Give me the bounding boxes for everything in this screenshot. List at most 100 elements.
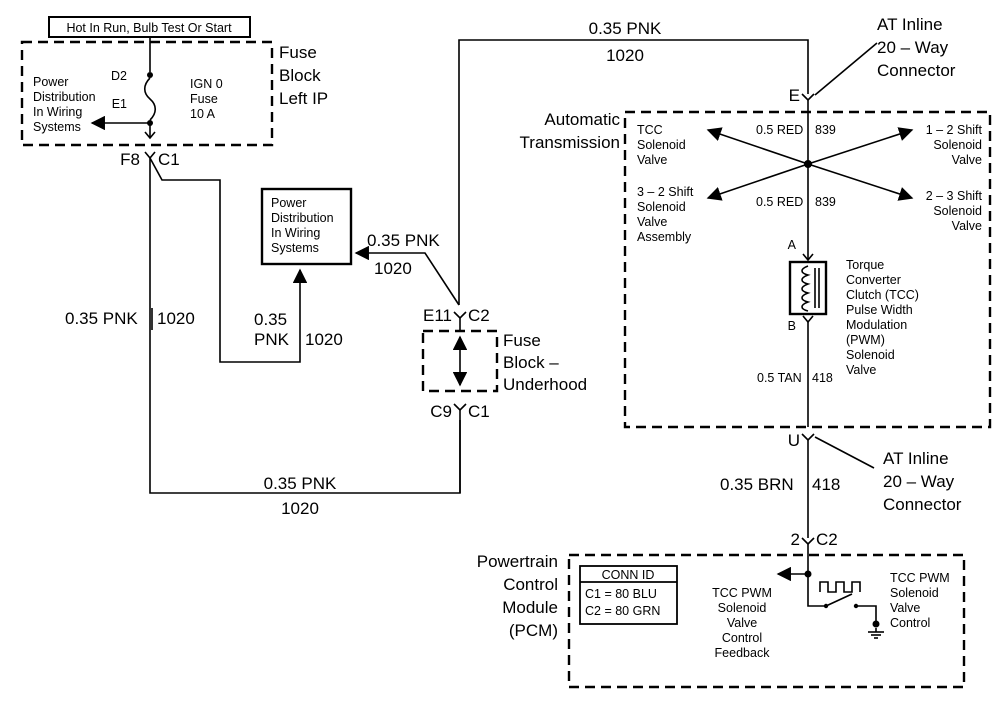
svg-text:Control: Control	[722, 631, 762, 645]
svg-text:Fuse: Fuse	[279, 43, 317, 62]
svg-text:Module: Module	[502, 598, 558, 617]
svg-text:Valve: Valve	[727, 616, 757, 630]
pwm-waveform-icon	[819, 581, 861, 593]
svg-text:F8: F8	[120, 150, 140, 169]
svg-text:C2 = 80 GRN: C2 = 80 GRN	[585, 604, 660, 618]
svg-text:Distribution: Distribution	[271, 211, 334, 225]
svg-text:0.5 RED: 0.5 RED	[756, 123, 803, 137]
svg-text:0.35 PNK: 0.35 PNK	[264, 474, 337, 493]
svg-text:E: E	[789, 86, 800, 105]
svg-text:Feedback: Feedback	[715, 646, 771, 660]
svg-text:C2: C2	[468, 306, 490, 325]
tcc-pwm-solenoid	[788, 260, 828, 316]
wire-pnk-branch	[149, 157, 308, 363]
svg-text:Automatic: Automatic	[544, 110, 620, 129]
svg-text:0.35 BRN: 0.35 BRN	[720, 475, 794, 494]
wire-pnk-top	[458, 39, 809, 305]
connector-pcm-c2	[801, 537, 815, 546]
svg-text:U: U	[788, 431, 800, 450]
svg-text:418: 418	[812, 371, 833, 385]
svg-text:C1 = 80 BLU: C1 = 80 BLU	[585, 587, 657, 601]
svg-text:(PWM): (PWM)	[846, 333, 885, 347]
at-inline-connector-top: AT Inline 20 – Way Connector E	[789, 15, 956, 105]
svg-text:839: 839	[815, 195, 836, 209]
svg-text:PNK: PNK	[254, 330, 290, 349]
svg-text:20 – Way: 20 – Way	[883, 472, 955, 491]
svg-text:Transmission: Transmission	[520, 133, 620, 152]
svg-text:Distribution: Distribution	[33, 90, 96, 104]
svg-text:1020: 1020	[305, 330, 343, 349]
svg-text:1 – 2 Shift: 1 – 2 Shift	[926, 123, 983, 137]
svg-text:1020: 1020	[606, 46, 644, 65]
svg-text:Control: Control	[890, 616, 930, 630]
svg-text:Block: Block	[279, 66, 321, 85]
fuse-block-left-ip: Fuse Block Left IP	[20, 40, 328, 147]
svg-text:Connector: Connector	[883, 495, 962, 514]
connector-f8-c1	[144, 151, 156, 160]
svg-text:Powertrain: Powertrain	[477, 552, 558, 571]
svg-text:C1: C1	[158, 150, 180, 169]
svg-text:B: B	[788, 319, 796, 333]
svg-text:C9: C9	[430, 402, 452, 421]
svg-text:C1: C1	[468, 402, 490, 421]
svg-text:2: 2	[791, 530, 800, 549]
svg-text:Valve: Valve	[952, 219, 982, 233]
wire-pnk-to-power-distribution	[354, 245, 460, 306]
switch	[825, 593, 853, 607]
svg-text:TCC: TCC	[637, 123, 663, 137]
svg-text:0.35 PNK: 0.35 PNK	[65, 309, 138, 328]
svg-text:Valve: Valve	[637, 153, 667, 167]
powertrain-control-module: Powertrain Control Module (PCM)	[477, 552, 966, 689]
svg-text:CONN ID: CONN ID	[602, 568, 655, 582]
svg-text:0.35 PNK: 0.35 PNK	[589, 19, 662, 38]
svg-text:Solenoid: Solenoid	[846, 348, 895, 362]
svg-text:AT Inline: AT Inline	[877, 15, 943, 34]
svg-text:Solenoid: Solenoid	[637, 200, 686, 214]
svg-text:TCC PWM: TCC PWM	[712, 586, 772, 600]
svg-text:Valve: Valve	[890, 601, 920, 615]
svg-text:20 – Way: 20 – Way	[877, 38, 949, 57]
svg-text:Systems: Systems	[271, 241, 319, 255]
svg-text:In Wiring: In Wiring	[271, 226, 320, 240]
connector-e11-c2	[453, 311, 467, 320]
svg-text:Solenoid: Solenoid	[637, 138, 686, 152]
svg-text:Control: Control	[503, 575, 558, 594]
power-distribution-box: Power Distribution In Wiring Systems	[260, 187, 353, 266]
svg-text:IGN 0: IGN 0	[190, 77, 223, 91]
svg-text:Fuse: Fuse	[190, 92, 218, 106]
svg-text:Clutch (TCC): Clutch (TCC)	[846, 288, 919, 302]
power-source-label: Hot In Run, Bulb Test Or Start	[48, 16, 251, 38]
svg-text:Valve: Valve	[952, 153, 982, 167]
svg-text:Solenoid: Solenoid	[933, 138, 982, 152]
svg-text:In Wiring: In Wiring	[33, 105, 82, 119]
svg-text:Valve: Valve	[637, 215, 667, 229]
fuse-symbol	[143, 77, 157, 121]
svg-text:Systems: Systems	[33, 120, 81, 134]
svg-text:Hot In Run, Bulb Test Or Start: Hot In Run, Bulb Test Or Start	[66, 21, 232, 35]
svg-text:Block –: Block –	[503, 353, 559, 372]
svg-text:2 – 3 Shift: 2 – 3 Shift	[926, 189, 983, 203]
svg-text:D2: D2	[111, 69, 127, 83]
svg-text:AT Inline: AT Inline	[883, 449, 949, 468]
svg-text:Underhood: Underhood	[503, 375, 587, 394]
conn-id-table: CONN ID C1 = 80 BLU C2 = 80 GRN	[579, 565, 678, 625]
svg-text:Converter: Converter	[846, 273, 901, 287]
svg-text:C2: C2	[816, 530, 838, 549]
svg-text:3 – 2 Shift: 3 – 2 Shift	[637, 185, 694, 199]
ground-icon	[868, 628, 884, 639]
connector-c9-c1	[453, 403, 467, 412]
svg-text:Left IP: Left IP	[279, 89, 328, 108]
svg-text:0.5 RED: 0.5 RED	[756, 195, 803, 209]
svg-text:Solenoid: Solenoid	[933, 204, 982, 218]
svg-text:Solenoid: Solenoid	[718, 601, 767, 615]
svg-text:1020: 1020	[157, 309, 195, 328]
svg-text:Torque: Torque	[846, 258, 884, 272]
svg-text:E1: E1	[112, 97, 127, 111]
svg-text:Modulation: Modulation	[846, 318, 907, 332]
svg-text:Fuse: Fuse	[503, 331, 541, 350]
svg-text:839: 839	[815, 123, 836, 137]
svg-text:Valve: Valve	[846, 363, 876, 377]
fuse-block-underhood: Fuse Block – Underhood	[421, 329, 587, 394]
svg-text:0.35 PNK: 0.35 PNK	[367, 231, 440, 250]
